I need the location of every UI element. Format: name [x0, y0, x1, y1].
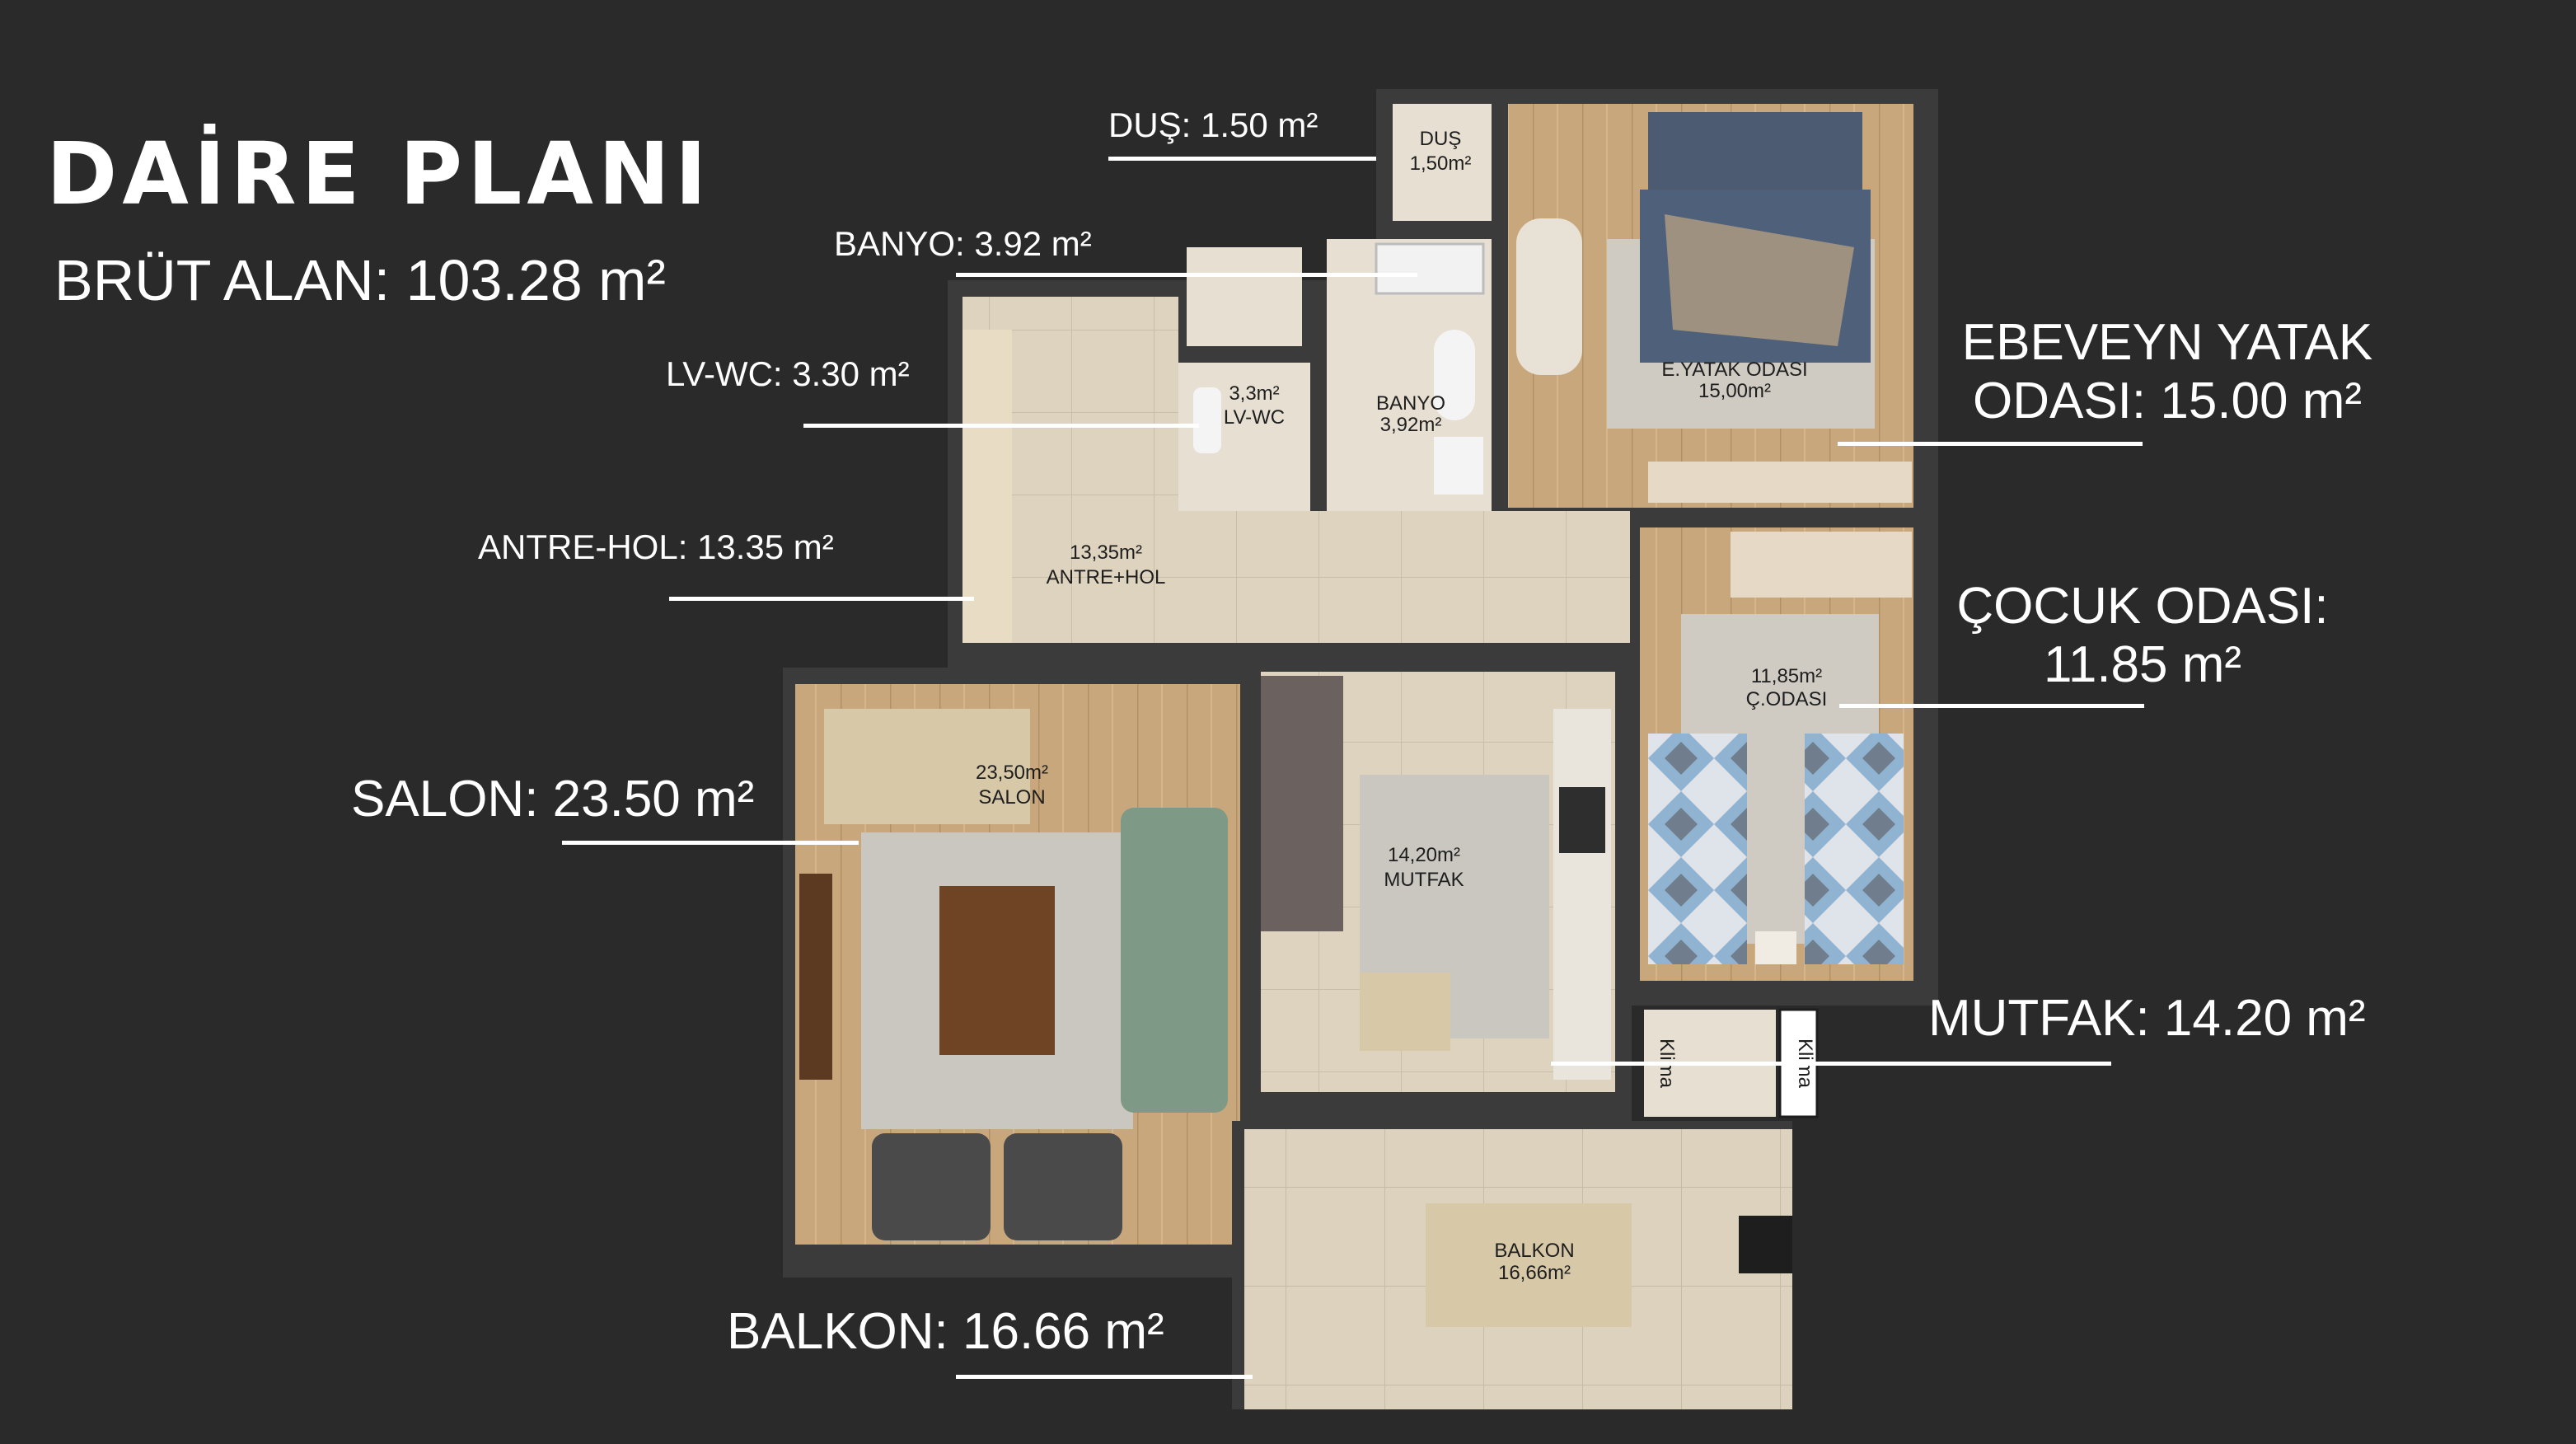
- room-dus-area: 1,50m²: [1410, 152, 1472, 175]
- callout-ebeveyn: EBEVEYN YATAK ODASI: 15.00 m²: [1945, 313, 2390, 430]
- room-balkon-area: 16,66m²: [1498, 1262, 1571, 1284]
- room-salon-area: 23,50m²: [976, 762, 1048, 784]
- leader-salon: [562, 841, 859, 845]
- balcony-table: [1426, 1203, 1632, 1327]
- room-wc-name: LV-WC: [1224, 406, 1285, 429]
- room-wc-area: 3,3m²: [1229, 382, 1279, 405]
- callout-cocuk-line2: 11.85 m²: [2043, 636, 2242, 693]
- room-salon-name: SALON: [978, 786, 1045, 809]
- room-banyo-area: 3,92m²: [1380, 414, 1442, 436]
- callout-mutfak: MUTFAK: 14.20 m²: [1928, 990, 2366, 1047]
- room-salon: 23,50m² SALON: [795, 684, 1240, 1245]
- room-antre-name: ANTRE+HOL: [1047, 566, 1166, 588]
- room-dus-name: DUŞ: [1420, 128, 1462, 150]
- callout-ebeveyn-line2: ODASI: 15.00 m²: [1972, 373, 2363, 429]
- callout-cocuk: ÇOCUK ODASI: 11.85 m²: [1945, 577, 2340, 694]
- dresser: [1516, 218, 1582, 375]
- room-mutfak: 14,20m² MUTFAK: [1261, 672, 1615, 1092]
- room-eyatak-area: 15,00m²: [1698, 380, 1771, 402]
- leader-balkon: [956, 1375, 1253, 1379]
- leader-mutfak: [1551, 1062, 2111, 1066]
- callout-antre-hol: ANTRE-HOL: 13.35 m²: [478, 527, 834, 566]
- bed-right: [1805, 734, 1904, 964]
- room-banyo: BANYO 3,92m²: [1327, 239, 1492, 511]
- tv-console: [799, 874, 832, 1080]
- room-master-bedroom: E.YATAK ODASI 15,00m²: [1508, 104, 1913, 508]
- room-balkon: BALKON 16,66m²: [1232, 1121, 1792, 1409]
- room-eyatak-name: E.YATAK ODASI: [1661, 359, 1807, 381]
- callout-dus: DUŞ: 1.50 m²: [1108, 105, 1318, 144]
- callout-lv-wc: LV-WC: 3.30 m²: [666, 354, 910, 393]
- kitchen-table: [1360, 973, 1450, 1051]
- room-antre-hol: 13,35m² ANTRE+HOL: [962, 297, 1630, 643]
- room-mutfak-name: MUTFAK: [1384, 869, 1464, 891]
- page-title: DAİRE PLANI: [46, 124, 712, 224]
- coffee-table: [939, 886, 1055, 1055]
- kitchen-counter: [1553, 709, 1611, 1080]
- leader-cocuk: [1839, 704, 2144, 708]
- room-antre-area: 13,35m²: [1070, 542, 1142, 564]
- room-balkon-name: BALKON: [1494, 1240, 1574, 1262]
- gross-area: BRÜT ALAN: 103.28 m²: [54, 248, 666, 312]
- leader-antre-hol: [669, 597, 974, 601]
- bed-left: [1648, 734, 1747, 964]
- leader-ebeveyn: [1838, 442, 2143, 446]
- kitchen-island: [1261, 676, 1343, 931]
- callout-ebeveyn-line1: EBEVEYN YATAK: [1961, 314, 2373, 371]
- room-lv-wc: 3,3m² LV-WC: [1178, 247, 1310, 511]
- room-mutfak-area: 14,20m²: [1388, 844, 1460, 866]
- room-codasi-area: 11,85m²: [1751, 665, 1822, 687]
- sofa: [1121, 808, 1228, 1113]
- room-child-bedroom: 11,85m² Ç.ODASI: [1640, 527, 1913, 981]
- leader-lv-wc: [803, 424, 1199, 428]
- armchair-right: [1004, 1133, 1122, 1240]
- room-codasi-name: Ç.ODASI: [1746, 688, 1828, 710]
- room-banyo-name: BANYO: [1376, 392, 1445, 415]
- callout-cocuk-line1: ÇOCUK ODASI:: [1956, 578, 2329, 635]
- callout-banyo: BANYO: 3.92 m²: [834, 224, 1092, 263]
- callout-salon: SALON: 23.50 m²: [351, 771, 755, 827]
- callout-balkon: BALKON: 16.66 m²: [727, 1303, 1164, 1360]
- cooktop: [1559, 787, 1605, 853]
- dining-table: [824, 709, 1030, 824]
- room-dus: DUŞ 1,50m²: [1393, 104, 1492, 221]
- armchair-left: [872, 1133, 991, 1240]
- leader-banyo: [956, 273, 1417, 277]
- leader-dus: [1108, 157, 1376, 161]
